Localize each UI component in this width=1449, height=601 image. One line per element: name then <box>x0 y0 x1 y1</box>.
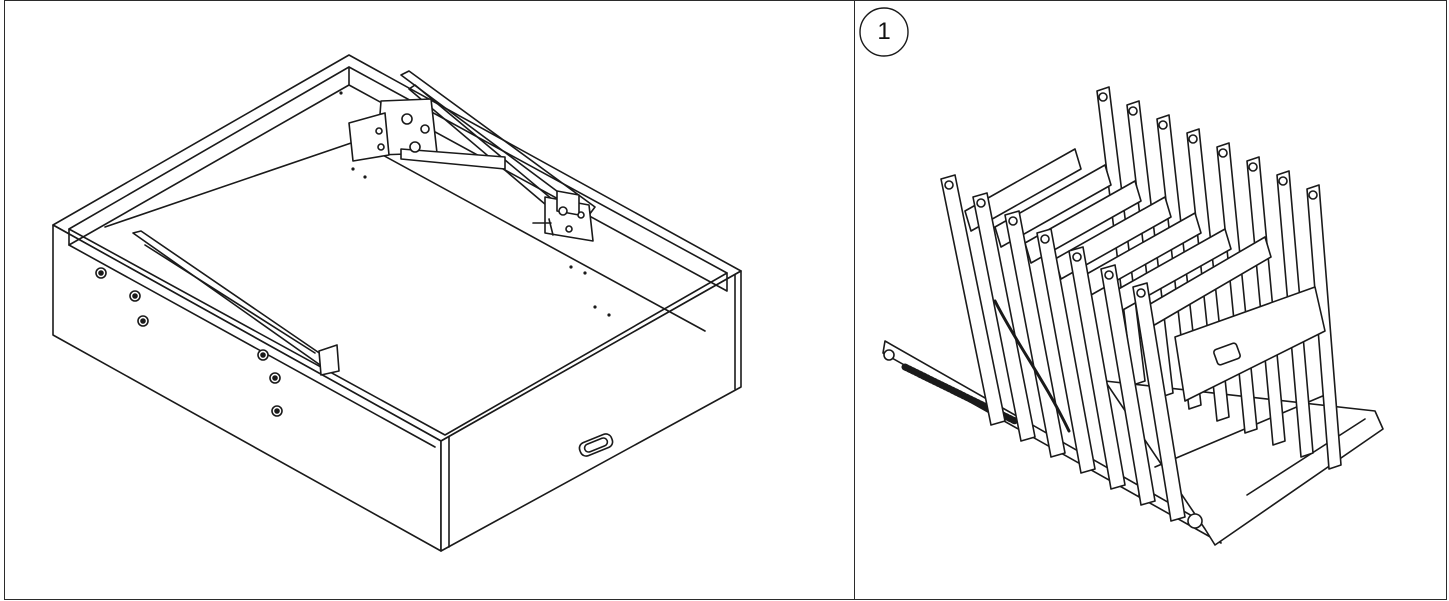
folding-ladder-drawing <box>882 86 1384 546</box>
hinge-mechanism <box>132 70 596 376</box>
box-outer-frame <box>52 54 742 552</box>
step-number: 1 <box>877 18 891 45</box>
panel-folding-ladder <box>854 0 1447 600</box>
box-screws <box>95 267 283 417</box>
panel-hatch-box <box>4 0 855 600</box>
ladder-handrail-cable <box>993 299 1071 433</box>
mounting-holes <box>339 91 611 317</box>
ladder-rail-bolts <box>944 92 1318 298</box>
hatch-box-drawing <box>52 54 742 552</box>
step-number-circle <box>859 7 909 57</box>
front-handle <box>578 433 614 457</box>
